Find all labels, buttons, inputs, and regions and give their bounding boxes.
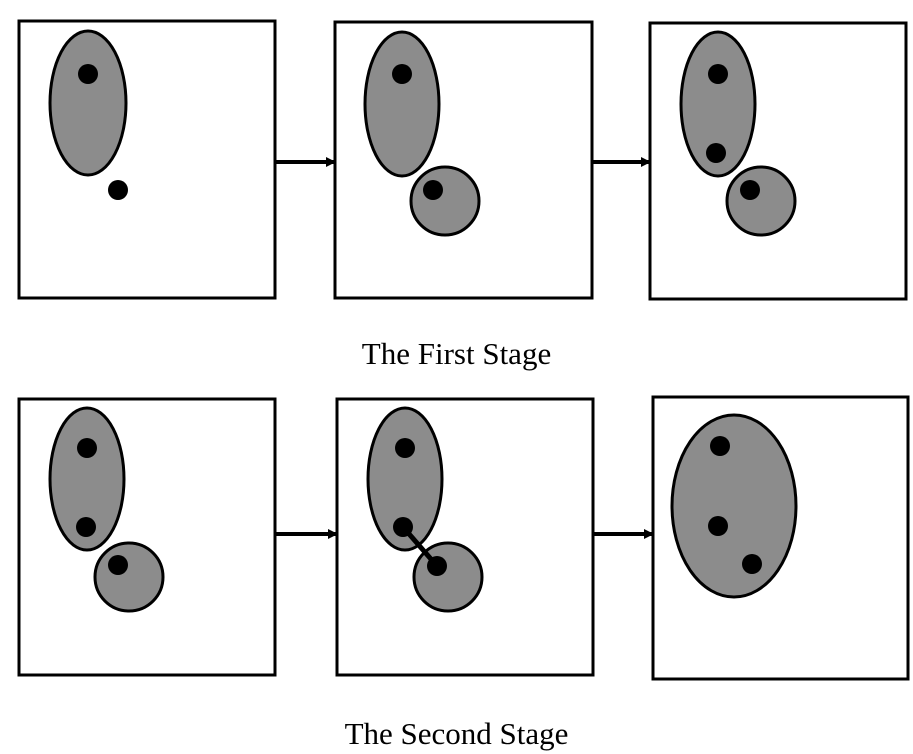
cluster-ellipse xyxy=(366,406,444,552)
stage-2-panel-3 xyxy=(651,395,910,681)
cluster-circle xyxy=(93,541,165,613)
stage-1-panel-3 xyxy=(648,21,908,301)
data-point xyxy=(708,64,728,84)
data-point xyxy=(706,143,726,163)
data-point xyxy=(710,436,730,456)
stage-2-panel-1 xyxy=(17,397,277,677)
data-point xyxy=(423,180,443,200)
data-point xyxy=(108,180,128,200)
stage-2-panel-2 xyxy=(335,397,595,677)
data-point xyxy=(392,64,412,84)
stage-1-panel-2 xyxy=(333,20,594,300)
data-point xyxy=(427,556,447,576)
stage-1-panel-1 xyxy=(17,19,277,300)
merged-cluster-ellipse xyxy=(670,413,798,599)
stage-title-first: The First Stage xyxy=(361,336,552,371)
cluster-ellipse xyxy=(363,30,441,178)
data-point xyxy=(108,555,128,575)
data-point xyxy=(395,438,415,458)
data-point xyxy=(742,554,762,574)
data-point xyxy=(708,516,728,536)
panel-frame xyxy=(648,21,908,301)
data-point xyxy=(740,180,760,200)
data-point xyxy=(77,438,97,458)
cluster-circle xyxy=(725,165,797,237)
stage-2 xyxy=(17,395,910,681)
cluster-ellipse xyxy=(48,29,128,177)
data-point xyxy=(76,517,96,537)
data-point xyxy=(78,64,98,84)
data-point xyxy=(393,517,413,537)
cluster-ellipse xyxy=(679,30,757,178)
stage-title-second: The Second Stage xyxy=(344,716,569,751)
stage-1 xyxy=(17,19,908,301)
cluster-circle xyxy=(409,165,481,237)
cluster-ellipse xyxy=(48,406,126,552)
